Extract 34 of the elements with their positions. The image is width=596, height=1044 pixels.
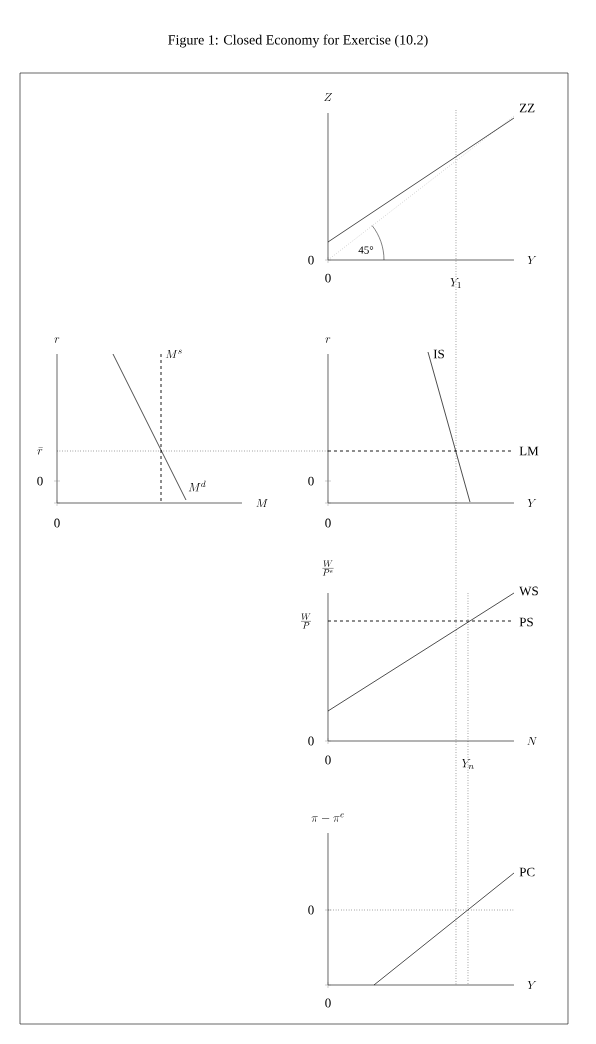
curve-label: $M^s$ <box>165 349 182 359</box>
tick-label: 0 <box>325 998 331 1008</box>
curve-label: $M^d$ <box>188 480 206 492</box>
axis-label: $r$ <box>54 337 60 343</box>
axis-label: $Y$ <box>527 980 537 990</box>
tick-label: 0 <box>325 273 331 283</box>
tick-label: 0 <box>308 905 314 915</box>
axis-label: $M$ <box>256 498 268 508</box>
curve-label: LM <box>519 446 539 456</box>
tick-label: 0 <box>37 476 43 486</box>
curve-label: PS <box>519 617 533 627</box>
tick-label: 0 <box>325 755 331 765</box>
tick-label: 0 <box>308 476 314 486</box>
axis-label: $\pi - \pi^e$ <box>311 813 344 822</box>
axis-label: $r$ <box>325 337 331 343</box>
title: Figure 1: Closed Economy for Exercise (10.2) <box>168 34 428 48</box>
axis-label: $N$ <box>527 736 537 746</box>
axis-label: $Z$ <box>324 92 333 102</box>
tick-label: 0 <box>54 518 60 528</box>
curve-label: IS <box>433 349 444 359</box>
curve-label: WS <box>519 586 538 596</box>
tick-label: 0 <box>308 255 314 265</box>
curve-label: PC <box>519 867 535 877</box>
axis-label: $Y$ <box>527 498 537 508</box>
curve-label: ZZ <box>519 103 535 113</box>
tick-label: 0 <box>325 518 331 528</box>
axis-label: $\frac{W}{P^e}$ <box>322 560 334 576</box>
angle-label: 45° <box>358 246 374 254</box>
tick-label: $\bar{r}$ <box>37 447 43 455</box>
tick-label: $\frac{W}{P}$ <box>301 613 311 629</box>
tick-label: $Y_1$ <box>450 278 461 288</box>
tick-label: 0 <box>308 736 314 746</box>
axis-label: $Y$ <box>527 255 537 265</box>
tick-label: $Y_n$ <box>461 759 474 770</box>
